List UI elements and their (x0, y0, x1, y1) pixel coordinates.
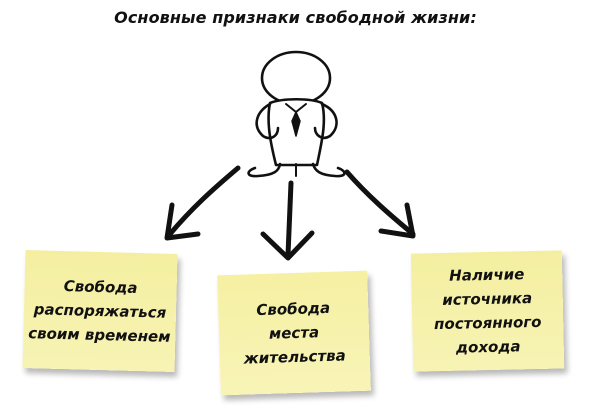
note-line: постоянного (433, 312, 542, 334)
arrow-center (285, 180, 294, 258)
note-free-time: Свобода распоряжаться своим временем (22, 250, 178, 372)
note-free-residence-text: Свобода места жительства (242, 295, 346, 370)
person-right-leg (311, 162, 346, 178)
note-line: дохода (455, 337, 521, 357)
person-right-arm (313, 102, 338, 140)
person-tie (291, 111, 301, 137)
person-icon (247, 50, 346, 178)
arrow-right-head (378, 202, 416, 239)
diagram-title: Основные признаки свободной жизни: (114, 8, 477, 27)
note-free-time-text: Свобода распоряжаться своим временем (28, 273, 172, 349)
note-free-residence: Свобода места жительства (217, 270, 371, 396)
note-line: своим временем (27, 324, 171, 346)
note-line: Наличие (448, 265, 525, 285)
note-steady-income: Наличие источника постоянного дохода (410, 250, 565, 372)
note-steady-income-text: Наличие источника постоянного дохода (433, 262, 542, 360)
arrow-left (167, 165, 241, 237)
arrows (164, 165, 416, 261)
note-line: Свобода (256, 298, 331, 320)
note-line: места (268, 323, 320, 343)
person-left-arm (255, 102, 280, 140)
arrow-right (344, 169, 416, 237)
arrow-center-head (260, 230, 315, 261)
person-left-leg (247, 162, 282, 178)
note-line: источника (442, 289, 533, 309)
note-line: жительства (243, 346, 346, 368)
person-head (260, 50, 332, 106)
arrow-left-head (164, 202, 201, 241)
note-line: распоряжаться (33, 300, 167, 322)
